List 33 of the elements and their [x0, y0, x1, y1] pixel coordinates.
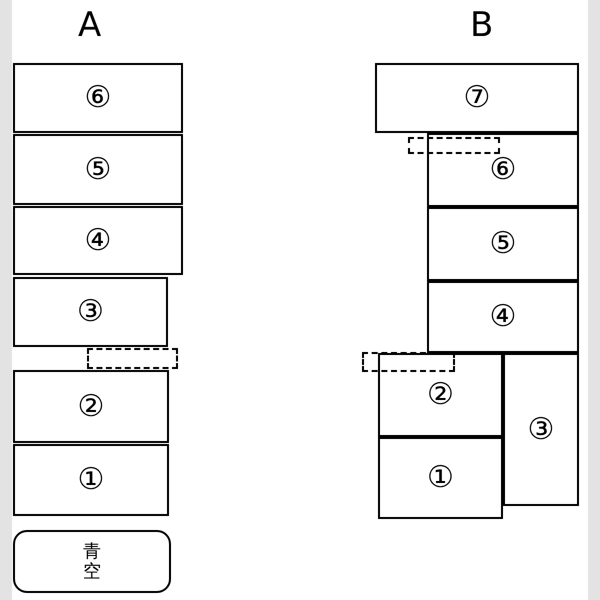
box	[13, 444, 169, 516]
column-heading: A	[78, 8, 102, 42]
dashed-outline	[362, 352, 455, 372]
column-heading: B	[470, 8, 494, 42]
box	[427, 207, 579, 281]
box-label: ⑥	[84, 83, 112, 113]
box-label: ⑤	[490, 229, 516, 259]
box	[503, 353, 579, 506]
box-label: ③	[528, 414, 554, 444]
box-label: ①	[427, 463, 454, 493]
box-label: 青空	[83, 542, 101, 582]
box-label: ⑥	[490, 155, 516, 185]
box-label: ④	[490, 302, 516, 332]
box	[375, 63, 579, 133]
box-label: ⑤	[84, 154, 112, 184]
dashed-outline	[87, 348, 178, 369]
box	[427, 281, 579, 353]
box	[13, 63, 183, 133]
box	[13, 134, 183, 205]
box-label: ④	[84, 226, 112, 256]
box-label: ⑦	[464, 83, 490, 113]
rounded-box	[13, 530, 171, 593]
dashed-outline	[408, 137, 500, 154]
box	[13, 370, 169, 443]
box	[378, 353, 503, 437]
box	[13, 206, 183, 275]
box-label: ②	[427, 380, 454, 410]
box-label: ①	[78, 465, 104, 495]
box	[427, 133, 579, 207]
box-label: ③	[77, 297, 104, 327]
box-label: ②	[78, 392, 104, 422]
box	[378, 437, 503, 519]
box	[13, 277, 168, 347]
